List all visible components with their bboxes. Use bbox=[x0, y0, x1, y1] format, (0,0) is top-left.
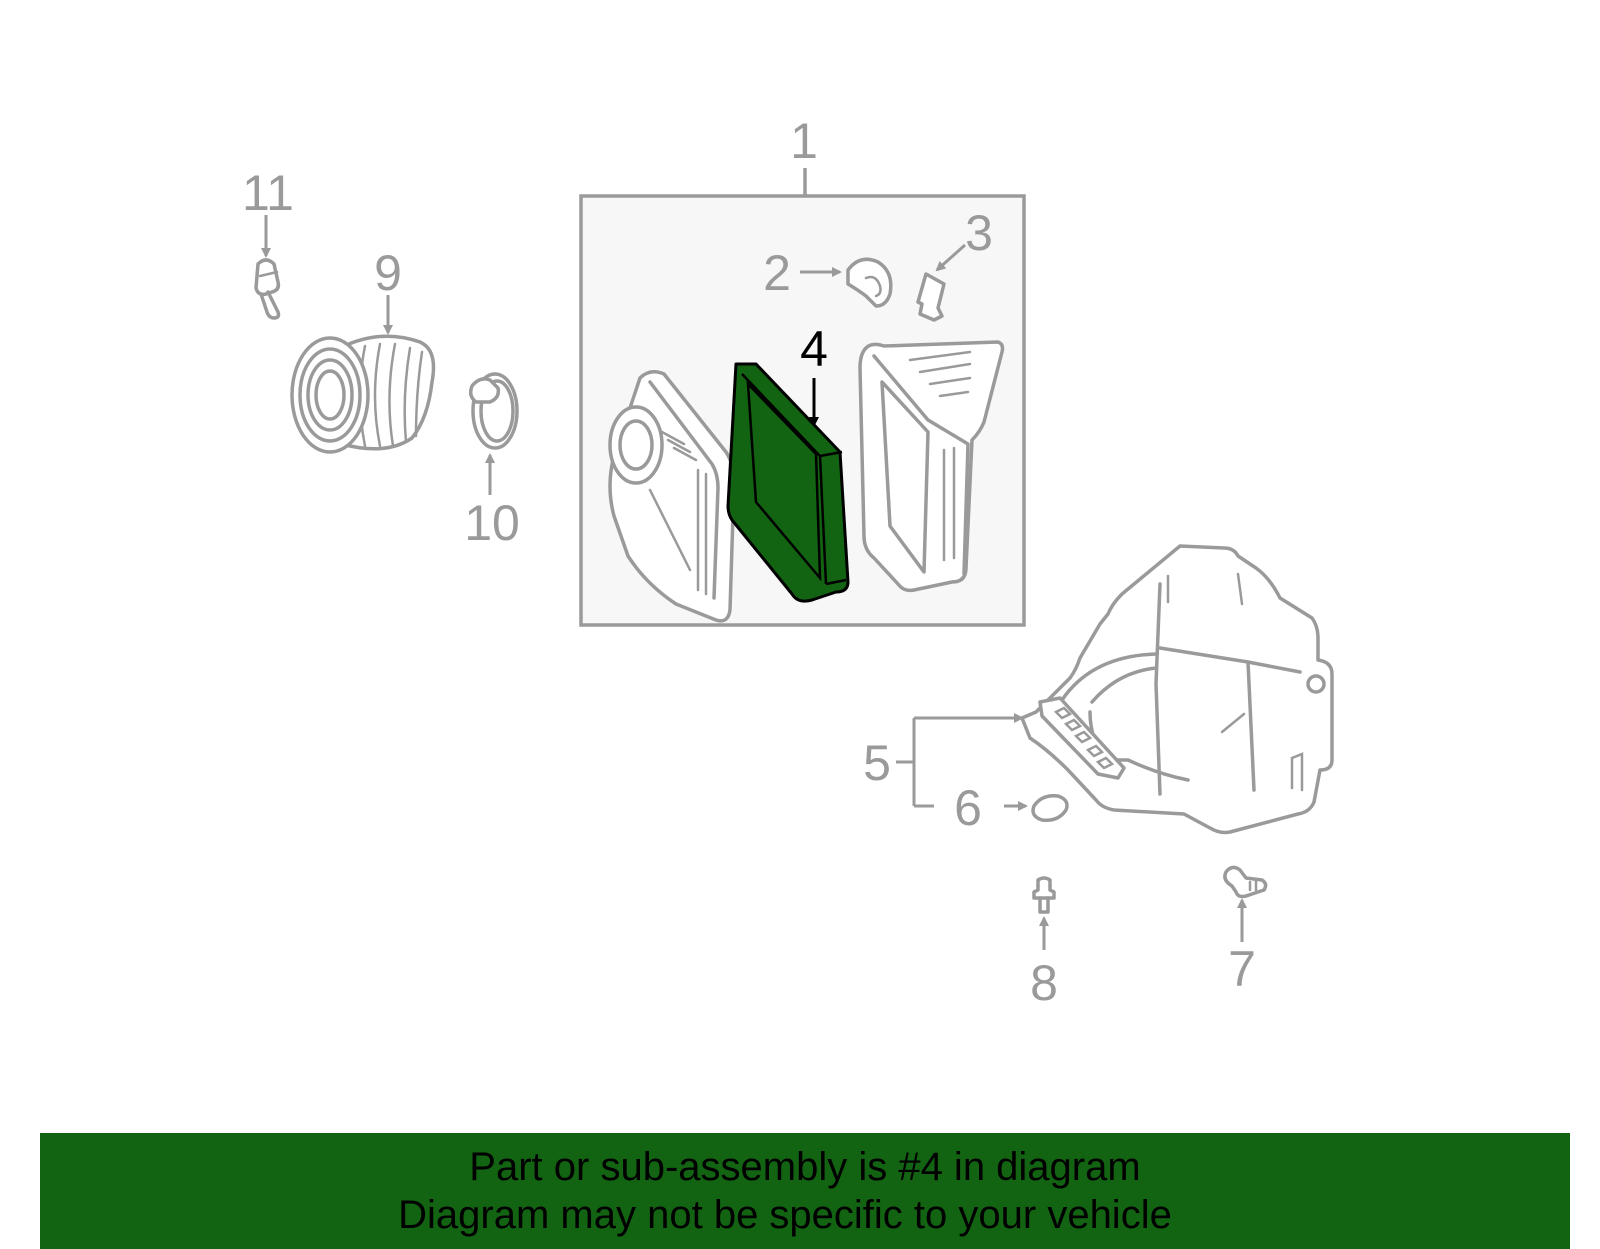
part-4-air-filter-element bbox=[726, 362, 850, 603]
part-11-fastener-illustration bbox=[254, 215, 281, 320]
banner-line-part-number: Part or sub-assembly is #4 in diagram bbox=[469, 1145, 1141, 1189]
banner-line-disclaimer: Diagram may not be specific to your vehi… bbox=[398, 1193, 1172, 1237]
part-10-clamp-illustration bbox=[468, 372, 519, 495]
callout-8: 8 bbox=[1030, 955, 1058, 1011]
callout-5: 5 bbox=[863, 735, 891, 791]
callout-11: 11 bbox=[242, 165, 294, 221]
callout-6: 6 bbox=[954, 780, 982, 836]
air-cleaner-upper-housing-illustration bbox=[608, 370, 736, 623]
part-6-grommet-illustration bbox=[1004, 793, 1069, 823]
part-7-bolt-illustration bbox=[1223, 865, 1268, 942]
callout-4: 4 bbox=[800, 321, 828, 377]
air-cleaner-lower-housing-illustration bbox=[858, 340, 1005, 593]
callout-1: 1 bbox=[790, 113, 818, 169]
part-5-housing-illustration bbox=[1020, 544, 1334, 835]
callout-5-bracket bbox=[896, 713, 1024, 808]
callout-9: 9 bbox=[374, 245, 402, 301]
info-banner: Part or sub-assembly is #4 in diagram Di… bbox=[40, 1133, 1570, 1249]
part-9-intake-duct-illustration bbox=[290, 295, 436, 454]
callout-7: 7 bbox=[1228, 941, 1256, 997]
callout-2: 2 bbox=[763, 245, 791, 301]
callout-3: 3 bbox=[965, 205, 993, 261]
part-3-clip-illustration bbox=[916, 243, 966, 322]
callout-10: 10 bbox=[464, 495, 520, 551]
part-8-bolt-illustration bbox=[1032, 876, 1056, 950]
part-2-clip-illustration bbox=[800, 257, 893, 308]
